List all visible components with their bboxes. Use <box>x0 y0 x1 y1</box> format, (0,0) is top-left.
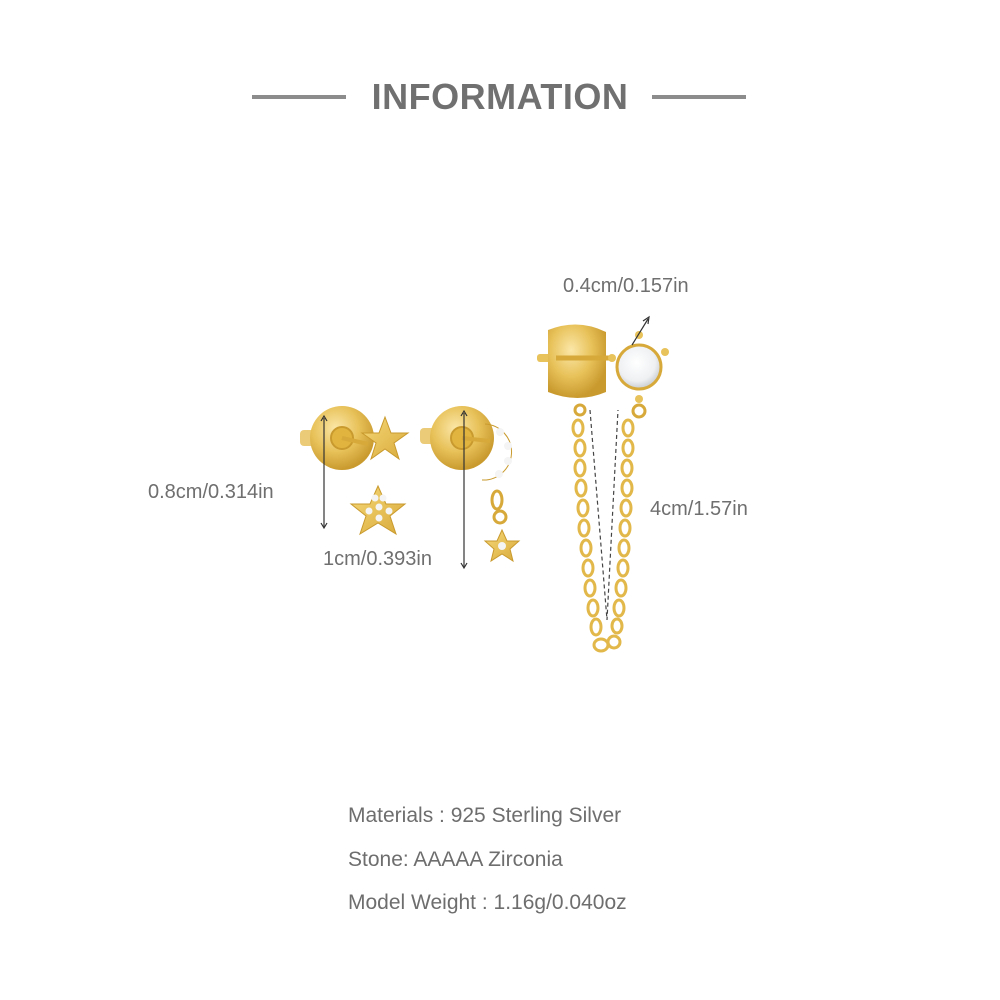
measure-arrow-stone <box>631 315 650 346</box>
spec-materials: Materials : 925 Sterling Silver <box>348 804 622 827</box>
star-stud-earring <box>300 406 410 536</box>
measure-arrow-moon <box>460 409 468 570</box>
dimension-moon-drop: 1cm/0.393in <box>323 548 432 570</box>
dimension-stone: 0.4cm/0.157in <box>563 275 689 297</box>
title-rule-right <box>652 95 746 99</box>
chain-stud-earring <box>537 324 669 653</box>
measure-arrow-star <box>320 414 328 530</box>
spec-weight: Model Weight : 1.16g/0.040oz <box>348 891 627 914</box>
spec-stone: Stone: AAAAA Zirconia <box>348 848 563 871</box>
dimension-chain: 4cm/1.57in <box>650 498 748 520</box>
measure-line-chain <box>589 409 619 621</box>
dimension-star-stud: 0.8cm/0.314in <box>148 481 274 503</box>
moon-drop-earring <box>420 406 521 563</box>
title-rule-left <box>252 95 346 99</box>
page-title: INFORMATION <box>371 76 629 117</box>
